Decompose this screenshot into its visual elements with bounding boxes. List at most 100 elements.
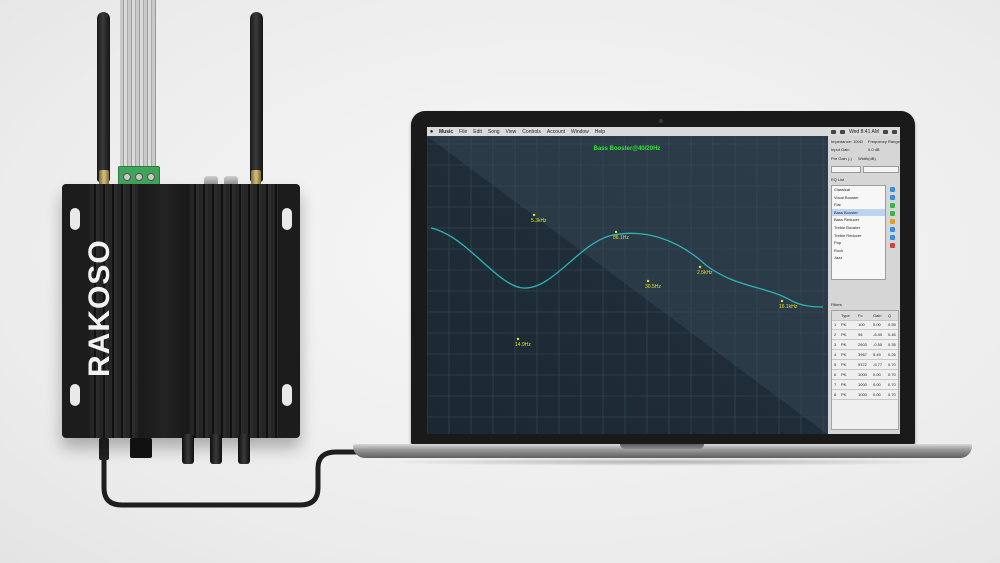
filter-cell[interactable]: 1000 bbox=[858, 392, 867, 397]
filter-cell[interactable]: 0.70 bbox=[888, 392, 896, 397]
preset-item-selected[interactable]: Bass Booster bbox=[832, 208, 885, 217]
preset-item[interactable]: Flat bbox=[834, 202, 841, 208]
preset-item[interactable]: Bass Reducer bbox=[834, 217, 860, 223]
pre-gain-field[interactable] bbox=[831, 166, 861, 173]
menu-list-icon[interactable] bbox=[892, 129, 897, 134]
filter-cell[interactable]: PK bbox=[841, 342, 847, 347]
eq-band-marker[interactable]: 16.1kHz bbox=[779, 304, 798, 310]
menu-edit[interactable]: Edit bbox=[473, 128, 482, 135]
filter-cell[interactable]: 100 bbox=[858, 322, 865, 327]
delete-preset-icon[interactable] bbox=[889, 243, 895, 248]
filter-cell[interactable]: PK bbox=[841, 362, 847, 367]
preset-item[interactable]: Jazz bbox=[834, 255, 843, 261]
filter-cell[interactable]: PK bbox=[841, 392, 847, 397]
filter-cell[interactable]: 2603 bbox=[858, 342, 867, 347]
filter-index: 5 bbox=[834, 362, 837, 367]
filter-cell[interactable]: -0.50 bbox=[873, 342, 883, 347]
preset-item[interactable]: Rock bbox=[834, 247, 844, 253]
input-gain-value[interactable]: 0.0 dB bbox=[868, 147, 880, 152]
filter-cell[interactable]: 1000 bbox=[858, 382, 867, 387]
menu-help[interactable]: Help bbox=[594, 128, 606, 135]
filter-cell[interactable]: PK bbox=[841, 352, 847, 357]
filter-row[interactable]: 6 PK 1000 0.00 0.70 bbox=[832, 370, 898, 380]
filter-cell[interactable]: 0.00 bbox=[873, 392, 881, 397]
filter-cell[interactable]: PK bbox=[841, 372, 847, 377]
preset-item[interactable]: Pop bbox=[834, 240, 842, 246]
filter-cell[interactable]: 0.00 bbox=[873, 372, 881, 377]
filter-cell[interactable]: 0.35 bbox=[888, 342, 896, 347]
search-icon[interactable] bbox=[883, 129, 888, 134]
filter-cell[interactable]: 5.49 bbox=[873, 352, 881, 357]
eq-band-handle[interactable] bbox=[780, 299, 784, 303]
preset-item[interactable]: Treble Reducer bbox=[834, 232, 862, 238]
move-down-icon[interactable] bbox=[889, 195, 895, 200]
preset-item[interactable]: Classical bbox=[834, 187, 851, 192]
filter-cell[interactable]: PK bbox=[841, 322, 847, 327]
save-preset-icon[interactable] bbox=[889, 211, 895, 216]
battery-icon[interactable] bbox=[840, 129, 846, 134]
laptop-screen: ● Music File Edit Song View Controls Acc… bbox=[427, 127, 900, 434]
filter-cell[interactable]: 0.55 bbox=[888, 322, 896, 327]
eq-band-marker[interactable]: 14.9Hz bbox=[515, 342, 531, 348]
eq-curve bbox=[430, 227, 824, 308]
filter-index: 6 bbox=[834, 372, 837, 377]
menu-controls[interactable]: Controls bbox=[522, 128, 541, 135]
eq-band-handle[interactable] bbox=[516, 337, 520, 341]
antenna-right-base bbox=[251, 170, 261, 196]
menu-app[interactable]: Music bbox=[439, 128, 454, 135]
eq-band-marker[interactable]: 2.5kHz bbox=[697, 270, 713, 276]
move-up-icon[interactable] bbox=[889, 187, 895, 192]
eq-band-marker[interactable]: 30.5Hz bbox=[645, 284, 661, 290]
laptop-base bbox=[353, 444, 972, 458]
filter-cell[interactable]: PK bbox=[841, 332, 847, 337]
eq-band-handle[interactable] bbox=[614, 230, 618, 234]
filter-cell[interactable]: 5.00 bbox=[873, 322, 881, 327]
filter-cell[interactable]: 3967 bbox=[858, 352, 867, 357]
eq-band-handle[interactable] bbox=[532, 213, 536, 217]
logo-panel bbox=[140, 184, 188, 438]
wifi-icon[interactable] bbox=[831, 129, 837, 134]
filter-cell[interactable]: -6.40 bbox=[873, 332, 883, 337]
menu-view[interactable]: View bbox=[505, 128, 517, 135]
filter-row[interactable]: 5 PK 5372 -5.77 0.70 bbox=[832, 360, 898, 370]
menu-clock[interactable]: Wed 8:41 AM bbox=[849, 128, 879, 135]
antenna-left-base bbox=[99, 170, 109, 196]
preset-item[interactable]: Treble Booster bbox=[834, 224, 861, 230]
width-field[interactable] bbox=[863, 166, 899, 173]
menu-file[interactable]: File bbox=[459, 128, 468, 135]
filter-cell[interactable]: 96 bbox=[858, 332, 863, 337]
import-icon[interactable] bbox=[889, 227, 895, 232]
filter-cell[interactable]: 5372 bbox=[858, 362, 867, 367]
eq-band-handle[interactable] bbox=[698, 265, 702, 269]
filter-cell[interactable]: 0.46 bbox=[888, 332, 896, 337]
filter-cell[interactable]: 0.26 bbox=[888, 352, 896, 357]
menu-window[interactable]: Window bbox=[571, 128, 589, 135]
filter-cell[interactable]: 0.00 bbox=[873, 382, 881, 387]
filter-cell[interactable]: PK bbox=[841, 382, 847, 387]
menu-song[interactable]: Song bbox=[487, 128, 500, 135]
menu-account[interactable]: Account bbox=[546, 128, 565, 135]
preset-item[interactable]: Vocal Booster bbox=[834, 194, 859, 200]
filter-cell[interactable]: -5.77 bbox=[873, 362, 883, 367]
add-preset-icon[interactable] bbox=[889, 203, 895, 208]
eq-band-handle[interactable] bbox=[646, 279, 650, 283]
export-icon[interactable] bbox=[889, 235, 895, 240]
filter-cell[interactable]: 1000 bbox=[858, 372, 867, 377]
filter-cell[interactable]: 0.70 bbox=[888, 362, 896, 367]
eq-band-marker[interactable]: 86.1Hz bbox=[613, 235, 629, 241]
eq-band-marker[interactable]: 5.3kHz bbox=[531, 218, 547, 224]
frequency-range-label: Frequency Range bbox=[868, 139, 900, 144]
apple-icon[interactable]: ● bbox=[429, 128, 434, 135]
filter-cell[interactable]: 0.70 bbox=[888, 372, 896, 377]
edit-preset-icon[interactable] bbox=[889, 219, 895, 224]
filter-cell[interactable]: 0.70 bbox=[888, 382, 896, 387]
